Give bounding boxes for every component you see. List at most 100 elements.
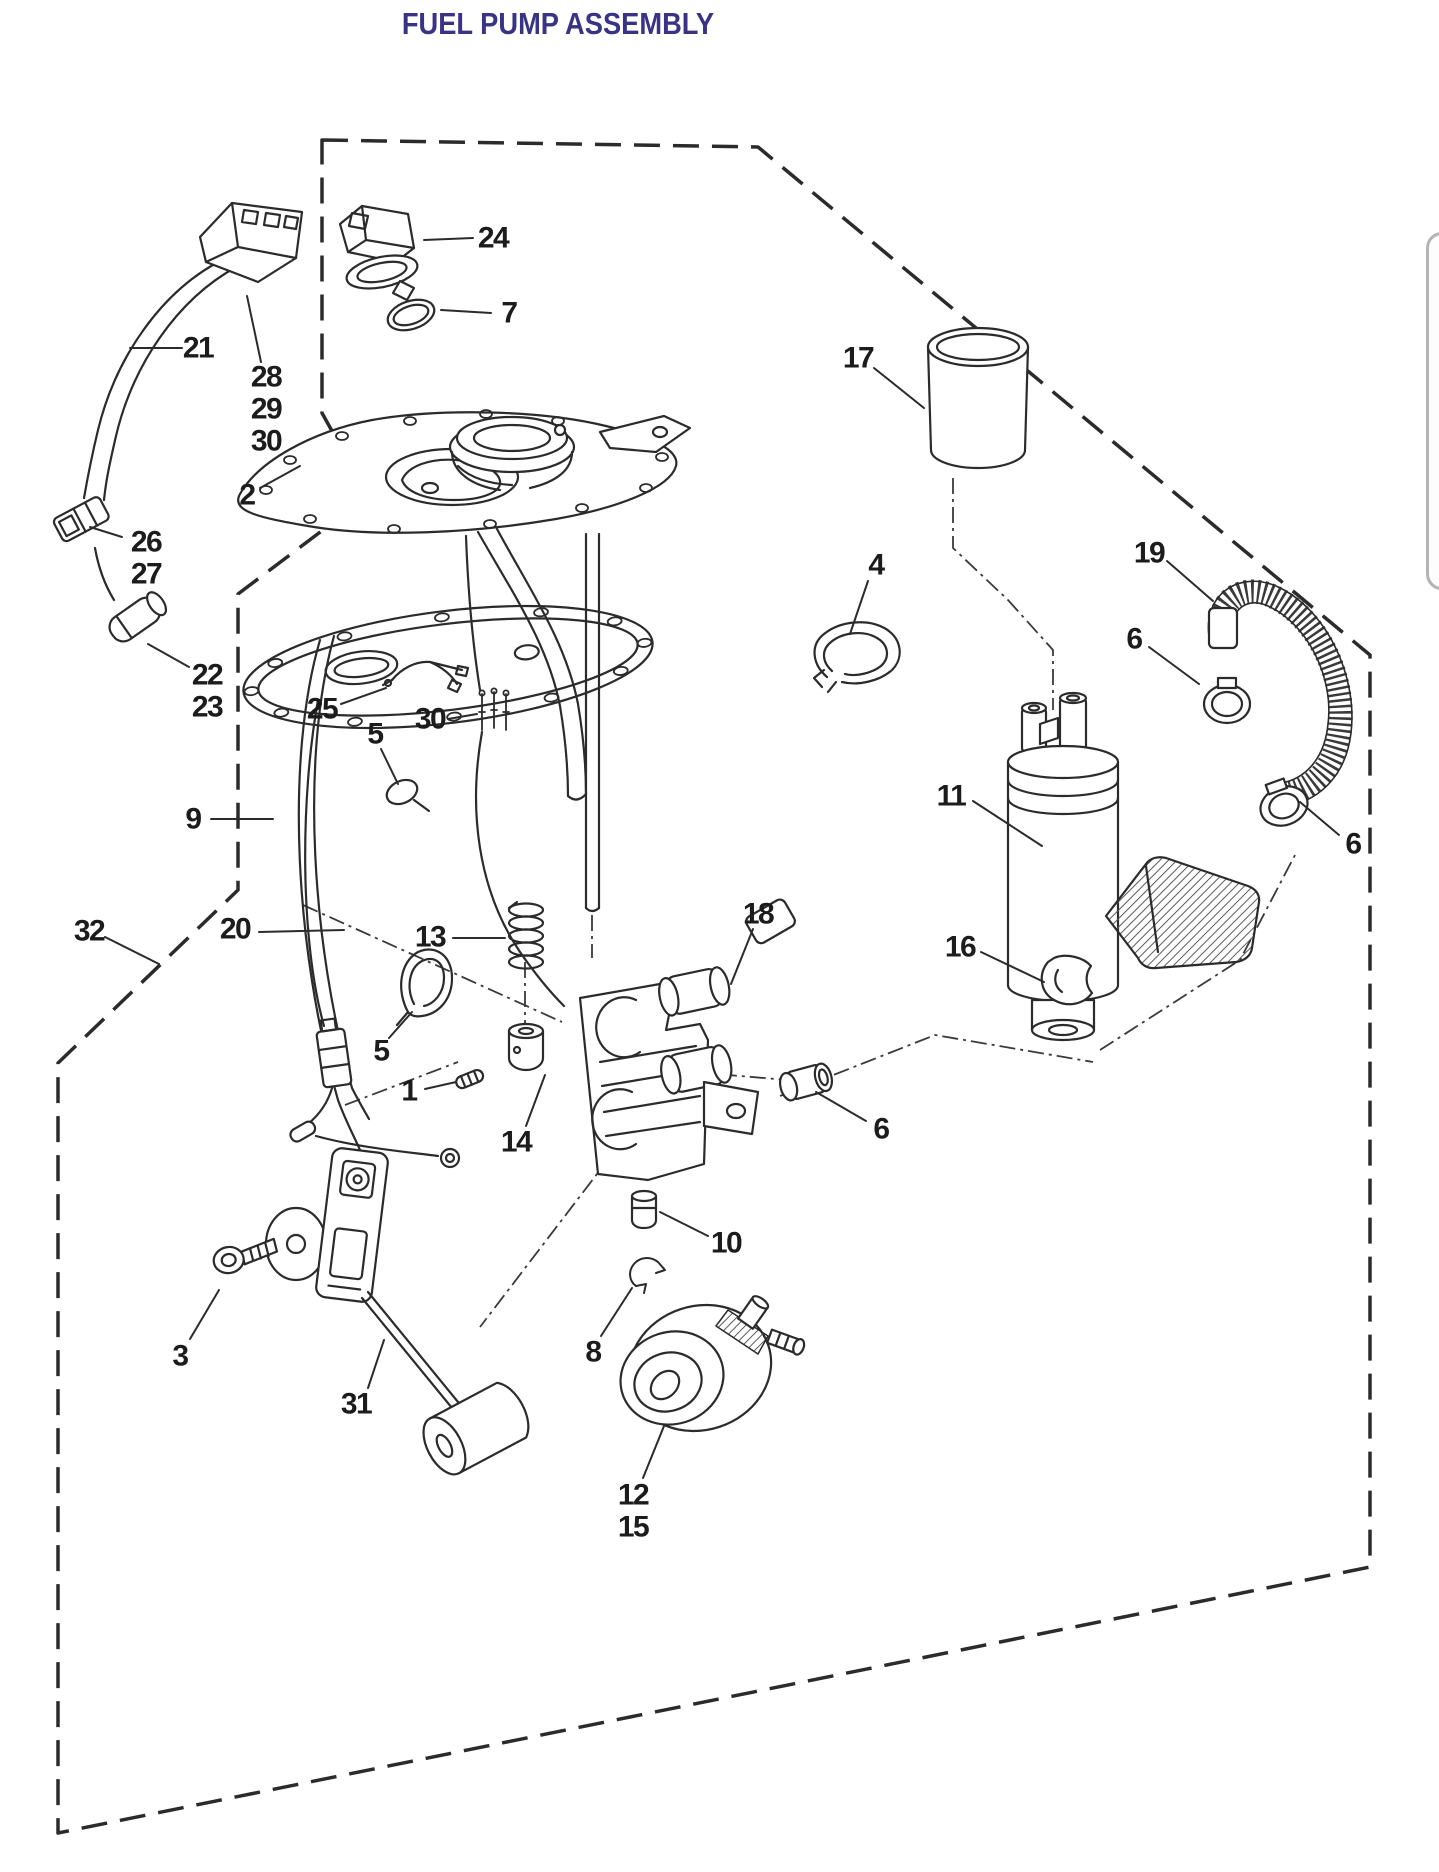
callout-24-5: 24	[478, 222, 510, 255]
sender-connector-24	[338, 204, 419, 302]
pressure-regulator-12-15	[619, 1295, 806, 1433]
callout-1-27: 1	[401, 1075, 417, 1108]
callout-10-30: 10	[711, 1227, 742, 1260]
callout-11-19: 11	[937, 780, 967, 813]
callout-28-1: 28	[251, 361, 282, 394]
callout-23-10: 23	[192, 691, 223, 724]
float-cylinder	[422, 1381, 530, 1476]
callout-8-31: 8	[585, 1336, 601, 1369]
callout-12-34: 12	[618, 1479, 649, 1512]
leader-line-7	[441, 310, 491, 313]
leader-line-28	[247, 296, 261, 362]
leader-line-20	[259, 930, 344, 932]
leader-line-18	[731, 929, 753, 984]
cable-strap-5a	[385, 778, 419, 806]
callout-20-23: 20	[220, 913, 251, 946]
diagram-title: FUEL PUMP ASSEMBLY	[401, 6, 715, 41]
leader-line-16	[981, 952, 1044, 982]
mounting-bracket-18	[578, 966, 760, 1182]
grommet-6	[778, 1062, 834, 1102]
isolator-16	[1040, 954, 1094, 1006]
leader-line-5	[389, 1012, 412, 1038]
callout-13-24: 13	[415, 921, 446, 954]
leader-line-8	[601, 1288, 632, 1336]
callout-29-2: 29	[251, 393, 282, 426]
o-ring-7	[386, 298, 436, 332]
hose-clamp-6-top	[1202, 676, 1252, 725]
leader-line-11	[973, 801, 1042, 846]
callout-22-9: 22	[192, 659, 223, 692]
phantom-line-1	[303, 905, 562, 1022]
scrollbar-thumb[interactable]	[1426, 232, 1439, 590]
callout-6-21: 6	[1345, 828, 1361, 861]
top-mounting-plate	[237, 409, 692, 913]
bumper-10	[630, 1189, 658, 1230]
hose-clamp-6-bottom	[1259, 777, 1309, 827]
strainer-screen	[1104, 856, 1261, 970]
corrugated-hose-19	[745, 579, 1353, 945]
callout-17-15: 17	[843, 342, 874, 375]
leader-line-17	[874, 368, 924, 408]
callout-27-8: 27	[131, 558, 162, 591]
leader-line-25	[341, 688, 386, 704]
sender-harness-20	[289, 634, 566, 1169]
callout-21-0: 21	[183, 332, 214, 365]
sleeve-17	[926, 326, 1030, 470]
clamp-4	[812, 621, 901, 694]
sender-plug	[315, 1017, 353, 1089]
leader-line-30	[448, 714, 477, 719]
leader-line-31	[368, 1340, 384, 1388]
phantom-line-0	[953, 478, 1053, 710]
cup-14	[507, 1022, 545, 1072]
leader-line-26	[90, 527, 122, 537]
leader-line-32	[105, 937, 159, 964]
leader-line-19	[1167, 561, 1213, 601]
callout-4-18: 4	[868, 549, 885, 582]
phantom-line-6	[780, 1035, 1093, 1096]
fuel-level-sender-31	[264, 1147, 530, 1476]
callout-9-14: 9	[185, 803, 201, 836]
callout-25-11: 25	[307, 693, 338, 726]
leader-line-10	[660, 1212, 708, 1236]
spring-13	[507, 900, 545, 970]
leader-line-6	[816, 1092, 866, 1121]
callout-30-13: 30	[415, 703, 446, 736]
retaining-clip-8	[629, 1257, 666, 1294]
callout-6-29: 6	[873, 1113, 889, 1146]
leader-line-5	[381, 749, 398, 784]
retainer-clip-25	[381, 660, 470, 694]
leader-line-24	[424, 238, 473, 240]
leader-line-1	[425, 1082, 456, 1089]
callout-30-3: 30	[251, 425, 282, 458]
callout-3-32: 3	[172, 1340, 188, 1373]
callout-19-16: 19	[1134, 537, 1165, 570]
leader-line-4	[850, 581, 868, 634]
callout-14-28: 14	[501, 1126, 533, 1159]
leader-line-6	[1300, 802, 1339, 835]
cable-strap-5b	[401, 950, 452, 1017]
callout-5-26: 5	[373, 1035, 389, 1068]
hose-end-fitting-top	[1207, 606, 1239, 650]
callout-7-6: 7	[501, 297, 517, 330]
callout-18-25: 18	[743, 898, 774, 931]
leader-line-6	[1149, 647, 1199, 684]
phantom-line-7	[692, 1072, 788, 1080]
contact-pins-30	[478, 687, 510, 731]
phantom-centerlines	[303, 478, 1295, 1327]
terminal-22-23	[108, 591, 168, 643]
leader-line-14	[526, 1075, 545, 1126]
leader-line-3	[190, 1290, 219, 1339]
callout-32-22: 32	[74, 915, 105, 948]
leader-line-12	[643, 1426, 664, 1478]
phantom-line-5	[345, 1062, 458, 1105]
callout-5-12: 5	[367, 718, 383, 751]
callout-26-7: 26	[131, 526, 162, 559]
wiring-harness-21	[52, 201, 304, 643]
callout-15-35: 15	[618, 1511, 649, 1544]
leader-line-2	[260, 466, 300, 488]
screw-3	[212, 1237, 279, 1275]
callout-6-17: 6	[1126, 623, 1142, 656]
